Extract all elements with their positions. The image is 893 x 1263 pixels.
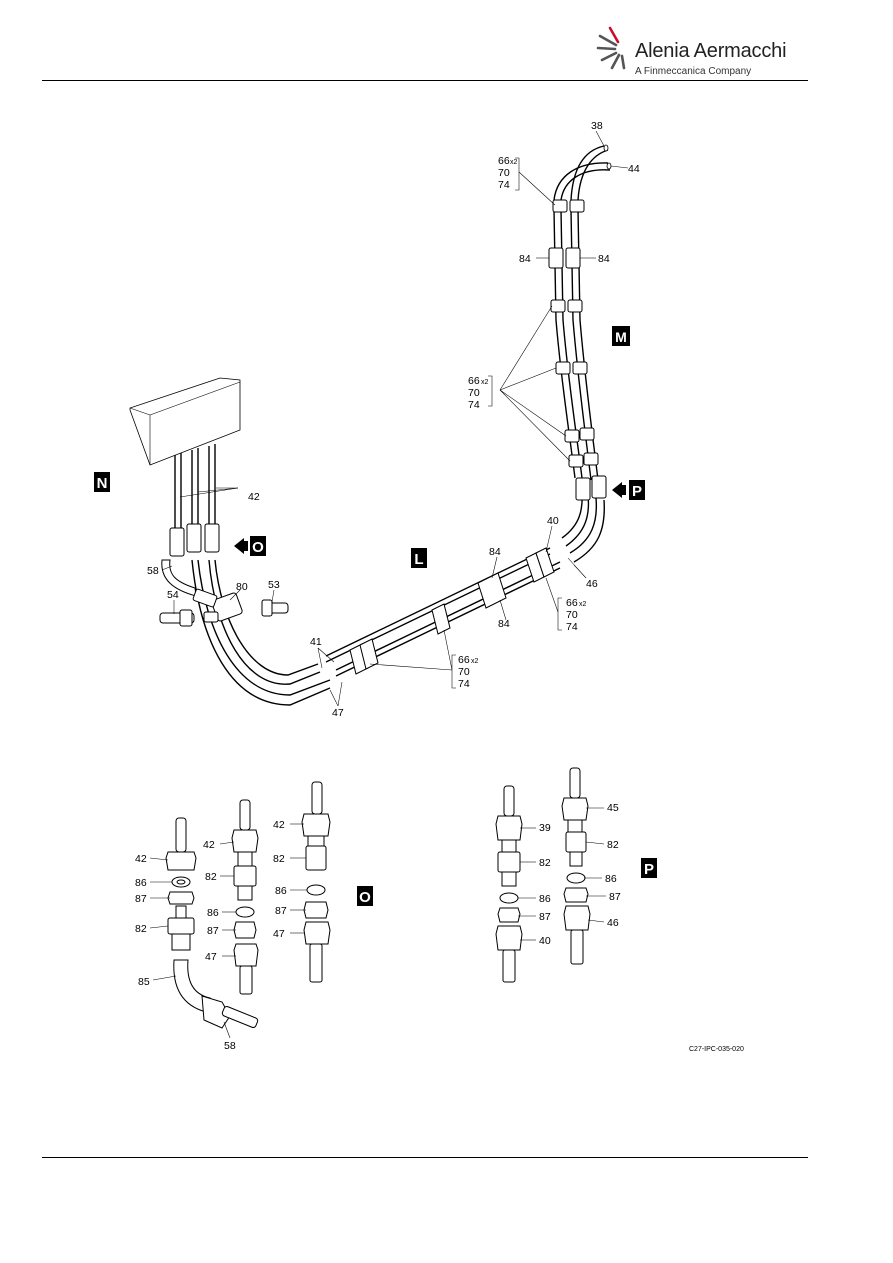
callout-66d: 66	[458, 654, 470, 666]
detail-p	[495, 767, 591, 983]
clamp-rings	[548, 199, 607, 501]
detail-o-a-0: 42	[135, 853, 147, 865]
view-label-p-detail: P	[644, 861, 654, 878]
detail-o-b-2: 86	[207, 907, 219, 919]
logo-name: Alenia Aermacchi	[635, 40, 787, 62]
callout-84a: 84	[519, 253, 531, 265]
callout-x2a: x2	[510, 159, 518, 166]
detail-p-flag: P	[641, 858, 657, 878]
l-run-clamps	[349, 547, 555, 675]
callout-x2c: x2	[579, 601, 587, 608]
callout-53: 53	[268, 579, 280, 591]
callout-38: 38	[591, 120, 603, 132]
detail-o	[165, 781, 331, 1029]
callout-84b: 84	[598, 253, 610, 265]
detail-o-flag: O	[357, 886, 373, 906]
callout-70b: 70	[468, 387, 480, 399]
detail-o-c-0: 42	[273, 819, 285, 831]
detail-o-a-3: 82	[135, 923, 147, 935]
callout-66a: 66	[498, 155, 510, 167]
callout-70d: 70	[458, 666, 470, 678]
detail-o-b-1: 82	[205, 871, 217, 883]
detail-o-c-3: 87	[275, 905, 287, 917]
detail-o-a-2: 87	[135, 893, 147, 905]
detail-o-b-4: 47	[205, 951, 217, 963]
company-logo: Alenia Aermacchi A Finmeccanica Company	[596, 24, 796, 80]
callout-74d: 74	[458, 678, 470, 690]
header-rule	[42, 80, 808, 81]
n-fittings	[159, 523, 289, 627]
detail-p-b-3: 87	[609, 891, 621, 903]
callout-x2b: x2	[481, 379, 489, 386]
detail-p-a-2: 86	[539, 893, 551, 905]
callout-80: 80	[236, 581, 248, 593]
view-label-p: P	[632, 483, 642, 500]
callout-84d: 84	[498, 618, 510, 630]
callout-44: 44	[628, 163, 640, 175]
leader-lines	[161, 130, 629, 707]
detail-o-b-3: 87	[207, 925, 219, 937]
detail-o-callouts: 42 86 87 82 85 58 42 82 86 87 47 42 82 8…	[135, 819, 287, 1052]
callout-74c: 74	[566, 621, 578, 633]
callout-66b: 66	[468, 375, 480, 387]
detail-o-b-0: 42	[203, 839, 215, 851]
view-label-l: L	[414, 551, 423, 568]
detail-o-a-5: 58	[224, 1040, 236, 1052]
footer-rule	[42, 1157, 808, 1158]
view-label-o-detail: O	[359, 889, 371, 906]
callout-40: 40	[547, 515, 559, 527]
view-label-o: O	[252, 539, 264, 556]
callout-46: 46	[586, 578, 598, 590]
detail-o-a-4: 85	[138, 976, 150, 988]
logo-subtitle: A Finmeccanica Company	[635, 66, 752, 77]
detail-o-leaders	[149, 823, 307, 1039]
detail-p-a-4: 40	[539, 935, 551, 947]
detail-p-b-0: 45	[607, 802, 619, 814]
detail-p-callouts: 39 82 86 87 40 45 82 86 87 46	[539, 802, 621, 947]
detail-p-b-1: 82	[607, 839, 619, 851]
detail-p-b-4: 46	[607, 917, 619, 929]
view-flags: N O L M P	[94, 326, 645, 568]
detail-p-a-0: 39	[539, 822, 551, 834]
callout-66c: 66	[566, 597, 578, 609]
callout-58: 58	[147, 565, 159, 577]
callout-x2d: x2	[471, 658, 479, 665]
logo-burst-icon	[596, 26, 626, 70]
detail-o-c-4: 47	[273, 928, 285, 940]
detail-o-c-1: 82	[273, 853, 285, 865]
detail-p-a-3: 87	[539, 911, 551, 923]
equipment-box	[129, 377, 241, 466]
detail-o-a-1: 86	[135, 877, 147, 889]
detail-o-c-2: 86	[275, 885, 287, 897]
callout-54: 54	[167, 589, 179, 601]
callout-70c: 70	[566, 609, 578, 621]
callout-47: 47	[332, 707, 344, 719]
callout-41: 41	[310, 636, 322, 648]
callout-70a: 70	[498, 167, 510, 179]
view-label-n: N	[97, 475, 108, 492]
callout-42: 42	[248, 491, 260, 503]
detail-p-leaders	[518, 807, 606, 941]
view-label-m: M	[615, 329, 627, 345]
detail-p-a-1: 82	[539, 857, 551, 869]
callouts-main: 38 44 66 x2 70 74 84 84 66 x2 70 74 42 5…	[147, 120, 640, 719]
detail-p-b-2: 86	[605, 873, 617, 885]
callout-74a: 74	[498, 179, 510, 191]
callout-84c: 84	[489, 546, 501, 558]
figure-code: C27-IPC-035-020	[689, 1046, 744, 1053]
callout-74b: 74	[468, 399, 480, 411]
